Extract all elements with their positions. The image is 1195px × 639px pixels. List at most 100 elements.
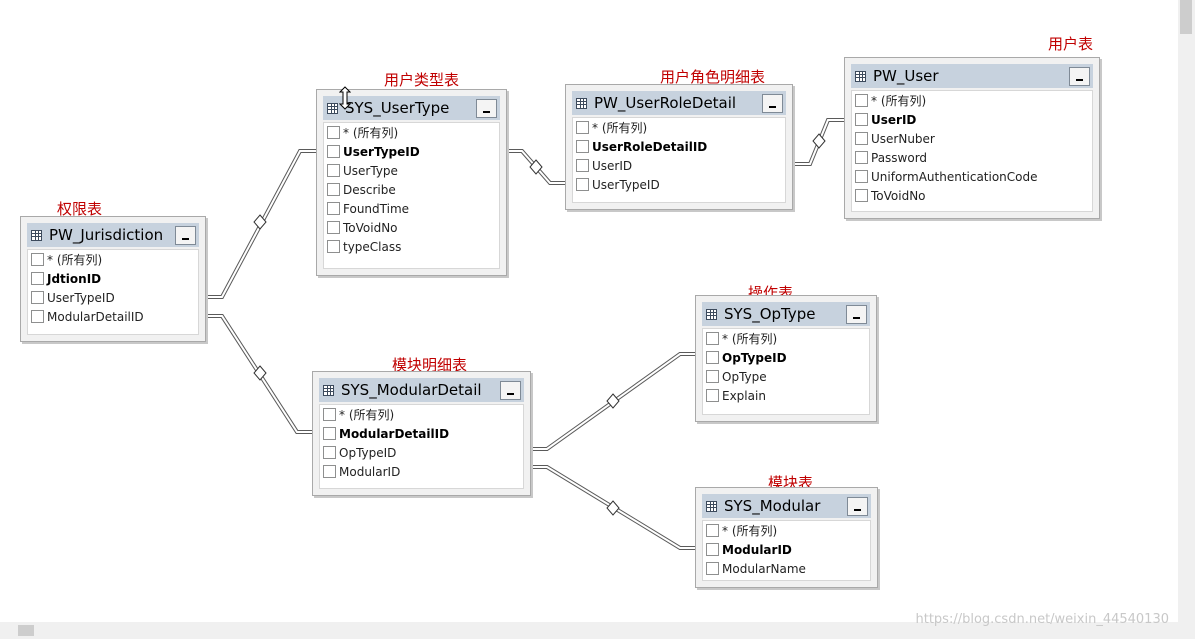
relationship-link[interactable] [507, 149, 565, 185]
table-header[interactable]: SYS_Modular [702, 494, 871, 518]
column-checkbox[interactable] [706, 562, 719, 575]
column-row[interactable]: ToVoidNo [852, 186, 1092, 205]
column-row[interactable]: UserID [573, 156, 785, 175]
minimize-button[interactable] [175, 225, 196, 245]
column-row[interactable]: * (所有列) [28, 250, 198, 269]
column-row[interactable]: UserTypeID [573, 175, 785, 194]
column-row[interactable]: UserRoleDetailID [573, 137, 785, 156]
vertical-scrollbar[interactable] [1178, 0, 1195, 622]
column-checkbox[interactable] [31, 272, 44, 285]
column-checkbox[interactable] [327, 240, 340, 253]
column-row[interactable]: UserType [324, 161, 499, 180]
column-checkbox[interactable] [855, 113, 868, 126]
column-row[interactable]: OpType [703, 367, 869, 386]
column-checkbox[interactable] [855, 132, 868, 145]
column-row[interactable]: FoundTime [324, 199, 499, 218]
column-row[interactable]: * (所有列) [852, 91, 1092, 110]
column-row[interactable]: * (所有列) [324, 123, 499, 142]
minimize-button[interactable] [847, 496, 868, 516]
column-row[interactable]: UserID [852, 110, 1092, 129]
column-checkbox[interactable] [706, 332, 719, 345]
column-checkbox[interactable] [706, 389, 719, 402]
column-checkbox[interactable] [855, 170, 868, 183]
horizontal-scrollbar[interactable] [0, 622, 1178, 639]
column-row[interactable]: OpTypeID [320, 443, 523, 462]
relationship-link[interactable] [206, 314, 312, 434]
column-checkbox[interactable] [327, 221, 340, 234]
column-checkbox[interactable] [706, 370, 719, 383]
column-row[interactable]: UniformAuthenticationCode [852, 167, 1092, 186]
column-row[interactable]: * (所有列) [703, 329, 869, 348]
table-header[interactable]: PW_Jurisdiction [27, 223, 199, 247]
column-row[interactable]: JdtionID [28, 269, 198, 288]
column-checkbox[interactable] [706, 543, 719, 556]
column-checkbox[interactable] [31, 310, 44, 323]
column-checkbox[interactable] [327, 164, 340, 177]
relationship-link[interactable] [793, 118, 844, 166]
minimize-button[interactable] [1069, 66, 1090, 86]
minimize-button[interactable] [762, 93, 783, 113]
column-checkbox[interactable] [327, 145, 340, 158]
column-checkbox[interactable] [327, 126, 340, 139]
column-row[interactable]: UserTypeID [324, 142, 499, 161]
column-row[interactable]: Describe [324, 180, 499, 199]
column-row[interactable]: ModularDetailID [28, 307, 198, 326]
column-row[interactable]: ModularID [703, 540, 870, 559]
column-row[interactable]: * (所有列) [703, 521, 870, 540]
column-row[interactable]: * (所有列) [573, 118, 785, 137]
column-checkbox[interactable] [855, 189, 868, 202]
column-row[interactable]: OpTypeID [703, 348, 869, 367]
pw-userroledetail-table[interactable]: PW_UserRoleDetail * (所有列)UserRoleDetailID… [565, 84, 793, 210]
table-header[interactable]: SYS_ModularDetail [319, 378, 524, 402]
column-row[interactable]: ModularID [320, 462, 523, 481]
table-header[interactable]: SYS_UserType [323, 96, 500, 120]
minimize-button[interactable] [846, 304, 867, 324]
column-checkbox[interactable] [31, 291, 44, 304]
table-header[interactable]: PW_UserRoleDetail [572, 91, 786, 115]
column-row[interactable]: Explain [703, 386, 869, 405]
column-checkbox[interactable] [323, 465, 336, 478]
column-row[interactable]: typeClass [324, 237, 499, 256]
relationship-link[interactable] [531, 352, 695, 451]
relationship-link[interactable] [531, 465, 695, 550]
primary-key-column-label: UserID [871, 112, 917, 127]
column-checkbox[interactable] [706, 524, 719, 537]
minimize-button[interactable] [500, 380, 521, 400]
column-checkbox[interactable] [327, 202, 340, 215]
column-checkbox[interactable] [576, 140, 589, 153]
column-row[interactable]: ModularDetailID [320, 424, 523, 443]
column-checkbox[interactable] [323, 446, 336, 459]
table-header[interactable]: SYS_OpType [702, 302, 870, 326]
table-title: SYS_Modular [724, 497, 821, 515]
column-row[interactable]: UserNuber [852, 129, 1092, 148]
column-row[interactable]: UserTypeID [28, 288, 198, 307]
primary-key-column-label: UserTypeID [343, 144, 420, 159]
column-checkbox[interactable] [323, 427, 336, 440]
horizontal-scroll-thumb[interactable] [18, 625, 34, 636]
column-row[interactable]: Password [852, 148, 1092, 167]
column-checkbox[interactable] [323, 408, 336, 421]
column-checkbox[interactable] [706, 351, 719, 364]
column-checkbox[interactable] [855, 151, 868, 164]
column-checkbox[interactable] [576, 159, 589, 172]
column-checkbox[interactable] [576, 121, 589, 134]
column-checkbox[interactable] [31, 253, 44, 266]
column-checkbox[interactable] [576, 178, 589, 191]
column-row[interactable]: ToVoidNo [324, 218, 499, 237]
table-header[interactable]: PW_User [851, 64, 1093, 88]
column-row[interactable]: * (所有列) [320, 405, 523, 424]
column-row[interactable]: ModularName [703, 559, 870, 578]
column-checkbox[interactable] [327, 183, 340, 196]
minimize-button[interactable] [476, 98, 497, 118]
vertical-scroll-thumb[interactable] [1180, 0, 1192, 34]
column-checkbox[interactable] [855, 94, 868, 107]
relationship-link[interactable] [206, 149, 316, 299]
